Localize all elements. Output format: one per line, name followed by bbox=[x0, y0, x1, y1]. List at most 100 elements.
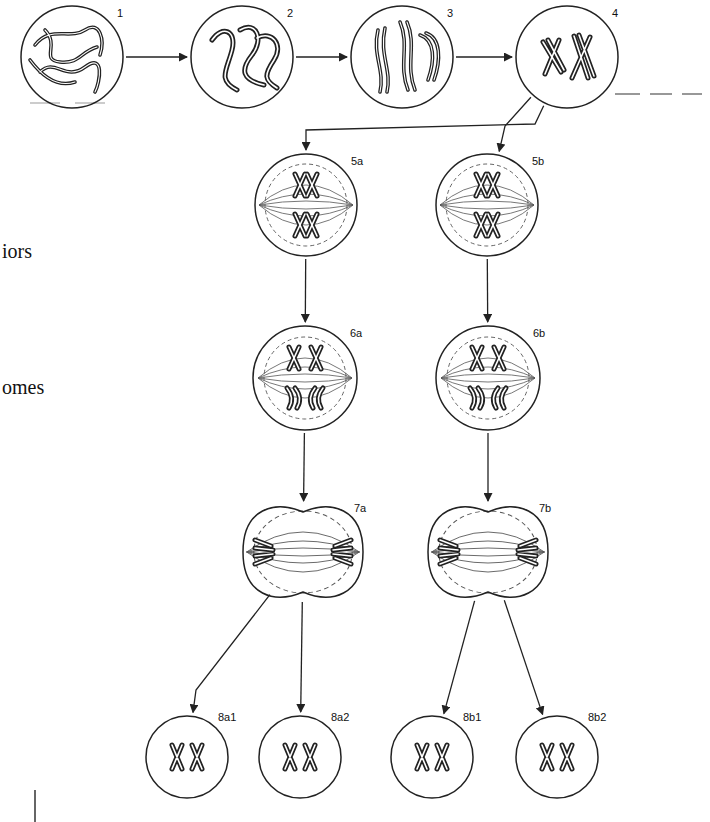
drawing-part bbox=[295, 174, 317, 236]
drawing-part bbox=[476, 174, 498, 236]
cell-membrane bbox=[436, 326, 540, 430]
cell-membrane bbox=[259, 716, 341, 798]
cell-circle: 6a bbox=[252, 325, 358, 431]
drawing-part bbox=[440, 540, 536, 564]
cell-membrane bbox=[436, 154, 538, 256]
drawing-part bbox=[172, 745, 202, 769]
cell-number: 2 bbox=[286, 7, 294, 20]
drawing-part bbox=[470, 347, 506, 408]
connector-arrow bbox=[444, 601, 475, 714]
connector-arrow bbox=[193, 595, 270, 713]
chromatin bbox=[30, 22, 594, 92]
cell-circle: 8b1 bbox=[390, 715, 474, 799]
drawing-part bbox=[255, 540, 351, 564]
cell-number: 5a bbox=[350, 155, 364, 168]
drawing-part bbox=[542, 745, 572, 769]
spindle bbox=[247, 164, 545, 593]
cell-number: 8a1 bbox=[217, 711, 237, 724]
cell-circle: 3 bbox=[350, 5, 454, 109]
cell-circle: 8b2 bbox=[515, 715, 599, 799]
cell-number: 4 bbox=[611, 7, 619, 20]
cell-number: 8a2 bbox=[330, 711, 350, 724]
cell-circle: 8a1 bbox=[145, 715, 229, 799]
side-text: omes bbox=[2, 376, 44, 398]
drawing-part bbox=[376, 22, 438, 92]
cell-membrane bbox=[146, 716, 228, 798]
drawing-part bbox=[470, 347, 506, 408]
connector-arrow bbox=[296, 56, 347, 57]
connector-arrow bbox=[487, 259, 489, 322]
cell-number: 6b bbox=[532, 327, 546, 340]
cell-circle: 6b bbox=[435, 325, 541, 431]
cell-outline bbox=[241, 504, 365, 600]
connector-arrow bbox=[301, 602, 303, 712]
cell-circle: 5b bbox=[435, 153, 539, 257]
drawing-part bbox=[440, 540, 536, 564]
cell-circle: 8a2 bbox=[258, 715, 342, 799]
cell-membrane bbox=[255, 154, 357, 256]
connector-arrow bbox=[126, 56, 187, 57]
drawing-part bbox=[212, 27, 278, 90]
drawing-part bbox=[287, 347, 323, 408]
cell-membrane bbox=[21, 6, 123, 108]
cell-number: 6a bbox=[349, 327, 363, 340]
drawing-part bbox=[543, 35, 594, 78]
cell-outline bbox=[515, 5, 619, 109]
drawing-part bbox=[295, 174, 317, 236]
cell-circle: 5a bbox=[254, 153, 358, 257]
cell-number: 7a bbox=[353, 502, 367, 515]
drawing-part bbox=[30, 27, 102, 92]
cell-outline bbox=[252, 325, 358, 431]
cell-circle: 1 bbox=[20, 5, 124, 109]
cell-outline bbox=[350, 5, 454, 109]
cell-membrane bbox=[516, 716, 598, 798]
cell-number: 8b1 bbox=[462, 711, 482, 724]
drawing-part bbox=[255, 540, 351, 564]
drawing-part bbox=[287, 347, 323, 408]
cell-membrane bbox=[243, 507, 363, 597]
drawing-part bbox=[440, 540, 536, 564]
drawing-part bbox=[30, 27, 102, 92]
drawing-part bbox=[432, 511, 545, 593]
cell-outline bbox=[145, 715, 229, 799]
cell-outline bbox=[258, 715, 342, 799]
cell-membrane bbox=[516, 6, 618, 108]
cell-circle: 4 bbox=[515, 5, 619, 109]
chromosomes bbox=[172, 174, 572, 769]
dash-mark bbox=[615, 93, 702, 94]
cell-circle: 2 bbox=[190, 5, 294, 109]
drawing-part bbox=[247, 511, 360, 593]
drawing-part bbox=[542, 745, 572, 769]
drawing-part bbox=[259, 164, 353, 246]
cell-outline bbox=[190, 5, 294, 109]
drawing-part bbox=[255, 540, 351, 564]
cell-membrane bbox=[351, 6, 453, 108]
drawing-part bbox=[287, 347, 323, 408]
drawing-part bbox=[543, 35, 594, 78]
cell-outline bbox=[254, 153, 358, 257]
cell-outline bbox=[435, 153, 539, 257]
drawing-part bbox=[212, 27, 278, 90]
cell-membrane bbox=[191, 6, 293, 108]
drawing-part bbox=[376, 22, 438, 92]
connector-arrow bbox=[303, 433, 305, 501]
drawing-part bbox=[417, 745, 447, 769]
connector-arrow bbox=[305, 259, 307, 322]
cell-number: 3 bbox=[446, 7, 454, 20]
drawing-part bbox=[417, 745, 447, 769]
drawing-part bbox=[285, 745, 315, 769]
cell-circle: 7a bbox=[241, 504, 365, 600]
connector-arrow bbox=[306, 106, 544, 150]
drawing-part bbox=[476, 174, 498, 236]
drawing-part bbox=[476, 174, 498, 236]
cell-outline bbox=[426, 504, 550, 600]
drawing-part bbox=[542, 745, 572, 769]
drawing-part bbox=[417, 745, 447, 769]
cell-circle: 7b bbox=[426, 504, 550, 600]
cell-number: 5b bbox=[531, 155, 545, 168]
connector-arrow bbox=[504, 600, 542, 714]
drawing-part bbox=[285, 745, 315, 769]
cell-number: 7b bbox=[538, 502, 552, 515]
drawing-part bbox=[440, 164, 534, 246]
